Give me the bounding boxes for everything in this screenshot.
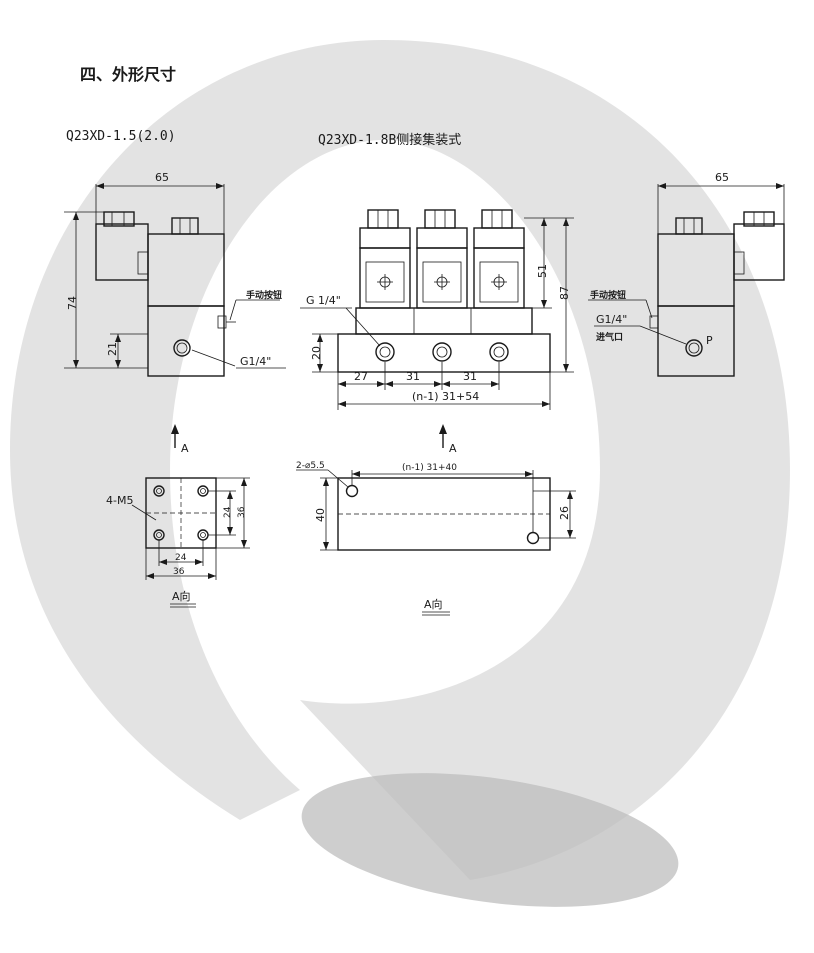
left-height-dim: 74 — [66, 296, 79, 310]
right-width-dim: 65 — [715, 171, 729, 184]
q-watermark — [10, 40, 790, 907]
a-view-36h-dim: 36 — [173, 567, 185, 577]
a-view-24v-dim: 24 — [223, 506, 233, 518]
arrow-a-center-label: A — [449, 442, 457, 455]
left-base-dim: 21 — [106, 342, 119, 356]
center-total-dim: (n-1) 31+54 — [412, 390, 479, 403]
left-manual-button-label: 手动按钮 — [246, 289, 282, 301]
a-view-24h-dim: 24 — [175, 553, 187, 563]
center-h51-dim: 51 — [536, 264, 549, 278]
left-port-label: G1/4" — [240, 355, 271, 368]
a-view-left-caption: A向 — [172, 589, 191, 603]
model-left-label: Q23XD-1.5(2.0) — [66, 129, 176, 144]
center-port-label: G 1/4" — [306, 294, 341, 307]
right-port-label: G1/4" — [596, 313, 627, 326]
a-view-center-caption: A向 — [424, 597, 443, 611]
center-h87-dim: 87 — [558, 286, 571, 300]
center-manifold-view — [337, 209, 551, 373]
m5-holes-label: 4-M5 — [106, 494, 133, 507]
valve-module-1 — [359, 209, 411, 309]
plate-h40-dim: 40 — [314, 508, 327, 522]
p-port-mark: P — [706, 334, 713, 347]
center-w27-dim: 27 — [354, 370, 368, 383]
left-valve-view — [95, 211, 236, 377]
valve-module-2 — [416, 209, 468, 309]
center-h20-dim: 20 — [310, 346, 323, 360]
a-view-36v-dim: 36 — [237, 506, 247, 518]
left-width-dim: 65 — [155, 171, 169, 184]
model-center-label: Q23XD-1.8B侧接集装式 — [318, 132, 461, 148]
right-valve-view — [649, 211, 785, 377]
plate-length-dim: (n-1) 31+40 — [402, 463, 457, 473]
right-manual-button-label: 手动按钮 — [590, 289, 626, 301]
center-w31a-dim: 31 — [406, 370, 420, 383]
right-inlet-label: 进气口 — [596, 331, 623, 343]
plate-holes-label: 2-⌀5.5 — [296, 461, 325, 471]
center-a-view — [337, 477, 551, 551]
arrow-a-left-label: A — [181, 442, 189, 455]
section-title: 四、外形尺寸 — [80, 65, 176, 84]
center-w31b-dim: 31 — [463, 370, 477, 383]
plate-h26-dim: 26 — [558, 506, 571, 520]
valve-module-3 — [473, 209, 525, 309]
